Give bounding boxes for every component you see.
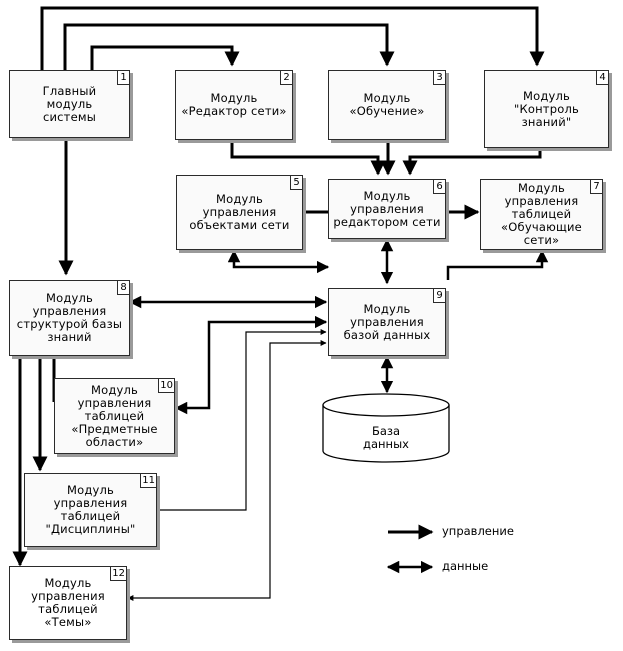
module-label: Модуль управления редактором сети	[333, 188, 441, 229]
module-10-subject-areas-table: Модуль управления таблицей «Предметные о…	[54, 378, 175, 454]
module-label: Главный модуль системы	[42, 83, 97, 124]
control-connectors	[12, 6, 545, 567]
control-arrow-1-2	[90, 45, 240, 70]
module-2-network-editor: Модуль «Редактор сети» 2	[175, 70, 293, 140]
module-number: 11	[140, 473, 157, 488]
module-number: 5	[290, 175, 303, 190]
module-number: 7	[590, 179, 603, 194]
module-number: 1	[117, 70, 130, 85]
module-5-network-objects: Модуль управления объектами сети 5	[176, 175, 303, 250]
module-number: 6	[433, 179, 446, 194]
data-arrow-12-9	[127, 340, 327, 601]
module-1-main-system: Главный модуль системы 1	[9, 70, 130, 138]
module-number: 9	[433, 288, 446, 303]
data-arrow-5-9	[227, 249, 330, 274]
control-arrow-1-3	[63, 23, 395, 70]
legend	[386, 524, 434, 574]
data-arrow-7-9	[446, 249, 549, 280]
module-9-database-management: Модуль управления базой данных 9	[328, 288, 446, 356]
module-number: 8	[117, 280, 130, 295]
module-label: Модуль «Обучение»	[349, 91, 425, 118]
data-arrow-10-9	[174, 315, 328, 415]
control-arrow-1-4	[40, 6, 545, 70]
module-label: Модуль управления таблицей «Темы»	[31, 576, 105, 629]
module-number: 12	[110, 566, 127, 581]
data-arrow-11-9	[158, 329, 327, 511]
module-label: Модуль управления объектами сети	[189, 192, 290, 232]
module-4-knowledge-control: Модуль "Контроль знаний" 4	[484, 70, 609, 148]
module-label: Модуль управления базой данных	[343, 301, 431, 342]
module-number: 4	[596, 70, 609, 85]
module-label: Модуль управления таблицей «Обучающие се…	[501, 181, 582, 247]
control-arrow-2-6	[230, 140, 386, 176]
module-label: Модуль "Контроль знаний"	[514, 88, 579, 129]
module-3-training: Модуль «Обучение» 3	[328, 70, 446, 140]
module-7-training-networks-table: Модуль управления таблицей «Обучающие се…	[480, 179, 603, 250]
database-cylinder	[322, 393, 450, 463]
module-number: 2	[280, 70, 293, 85]
module-label: Модуль управления таблицей "Дисциплины"	[45, 483, 136, 536]
legend-data-label: данные	[442, 559, 489, 573]
module-8-knowledge-base-structure: Модуль управления структурой базы знаний…	[9, 280, 130, 356]
data-connectors-thin	[127, 329, 327, 601]
module-12-topics-table: Модуль управления таблицей «Темы» 12	[9, 566, 127, 640]
control-arrow-4-6	[402, 148, 542, 176]
module-label: Модуль управления таблицей «Предметные о…	[71, 382, 158, 449]
module-label: Модуль управления структурой базы знаний	[16, 291, 123, 344]
module-label: Модуль «Редактор сети»	[181, 91, 287, 118]
legend-control-label: управление	[442, 524, 514, 538]
module-number: 3	[433, 70, 446, 85]
module-6-editor-management: Модуль управления редактором сети 6	[328, 179, 446, 239]
database-label: База данных	[363, 424, 409, 451]
module-11-disciplines-table: Модуль управления таблицей "Дисциплины" …	[24, 473, 157, 547]
module-number: 10	[158, 378, 175, 393]
